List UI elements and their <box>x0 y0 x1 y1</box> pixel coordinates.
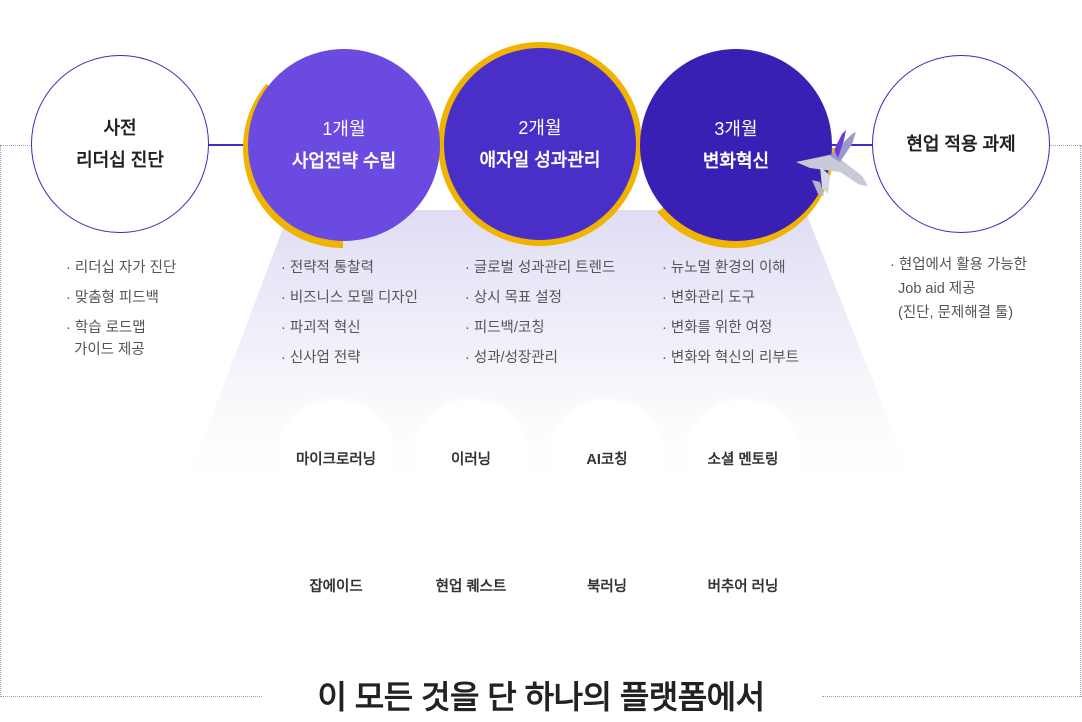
frame-top-left <box>0 145 30 146</box>
pre-list-continuation: 가이드 제공 <box>74 342 145 358</box>
connector-post <box>832 144 874 146</box>
list-item: 리더십 자가 진단 <box>66 258 176 288</box>
stage-post-title: 현업 적용 과제 <box>906 134 1016 154</box>
list-item: 변화와 혁신의 리부트 <box>662 348 799 378</box>
frame-bottom-left <box>0 696 262 697</box>
stage-month2-circle: 2개월 애자일 성과관리 <box>444 48 636 240</box>
stage-pre-line2: 리더십 진단 <box>76 150 164 170</box>
list-item: 맞춤형 피드백 <box>66 288 176 318</box>
month3-title: 3개월 <box>714 119 758 139</box>
list-item: 비즈니스 모델 디자인 <box>281 288 418 318</box>
method-label: 이러닝 <box>450 451 492 468</box>
list-item: 전략적 통찰력 <box>281 258 418 288</box>
list-item: 파괴적 혁신 <box>281 318 418 348</box>
method-elearning: 이러닝 <box>413 400 529 516</box>
method-label: AI코칭 <box>586 451 628 468</box>
method-label: 소셜 멘토링 <box>707 451 779 468</box>
frame-left <box>0 145 1 697</box>
month3-list: 뉴노멀 환경의 이해 변화관리 도구 변화를 위한 여정 변화와 혁신의 리부트 <box>662 258 799 378</box>
method-label: 마이크로러닝 <box>295 451 377 468</box>
method-job-aid: 잡에이드 <box>309 579 363 595</box>
stage-pre-line1: 사전 <box>103 118 137 138</box>
list-item: 현업에서 활용 가능한 <box>890 255 1027 279</box>
list-item: 신사업 전략 <box>281 348 418 378</box>
pre-list: 리더십 자가 진단 맞춤형 피드백 학습 로드맵 <box>66 258 176 338</box>
list-item: 글로벌 성과관리 트렌드 <box>465 258 615 288</box>
method-virtual-learning: 버추어 러닝 <box>707 579 779 595</box>
month2-subtitle: 애자일 성과관리 <box>479 150 601 170</box>
month1-title: 1개월 <box>322 119 366 139</box>
stage-month3-circle: 3개월 변화혁신 <box>640 49 832 241</box>
method-microlearning: 마이크로러닝 <box>278 400 394 516</box>
month2-title: 2개월 <box>518 118 562 138</box>
method-ai-coaching: AI코칭 <box>549 400 665 516</box>
stage-month1-circle: 1개월 사업전략 수립 <box>248 49 440 241</box>
list-item: 변화관리 도구 <box>662 288 799 318</box>
airplane-icon <box>796 130 868 196</box>
list-item: 뉴노멀 환경의 이해 <box>662 258 799 288</box>
connector-pre <box>208 144 248 146</box>
list-item: 변화를 위한 여정 <box>662 318 799 348</box>
month3-subtitle: 변화혁신 <box>702 151 770 171</box>
month1-list: 전략적 통찰력 비즈니스 모델 디자인 파괴적 혁신 신사업 전략 <box>281 258 418 378</box>
post-list-continuation-1: Job aid 제공 <box>898 281 976 297</box>
post-list-continuation-2: (진단, 문제해결 툴) <box>898 305 1014 321</box>
method-book-learning: 북러닝 <box>586 579 628 595</box>
list-item: 상시 목표 설정 <box>465 288 615 318</box>
method-social-mentoring: 소셜 멘토링 <box>685 400 801 516</box>
month2-list: 글로벌 성과관리 트렌드 상시 목표 설정 피드백/코칭 성과/성장관리 <box>465 258 615 378</box>
list-item: 성과/성장관리 <box>465 348 615 378</box>
post-list: 현업에서 활용 가능한 <box>890 255 1027 279</box>
method-field-quest: 현업 퀘스트 <box>435 579 507 595</box>
stage-post-circle: 현업 적용 과제 <box>872 55 1050 233</box>
frame-top-right <box>1050 145 1082 146</box>
month1-subtitle: 사업전략 수립 <box>291 151 397 171</box>
frame-bottom-right <box>822 696 1082 697</box>
headline: 이 모든 것을 단 하나의 플랫폼에서 <box>317 679 765 715</box>
frame-right <box>1080 145 1081 697</box>
list-item: 학습 로드맵 <box>66 318 176 338</box>
list-item: 피드백/코칭 <box>465 318 615 348</box>
stage-pre-circle: 사전 리더십 진단 <box>31 55 209 233</box>
